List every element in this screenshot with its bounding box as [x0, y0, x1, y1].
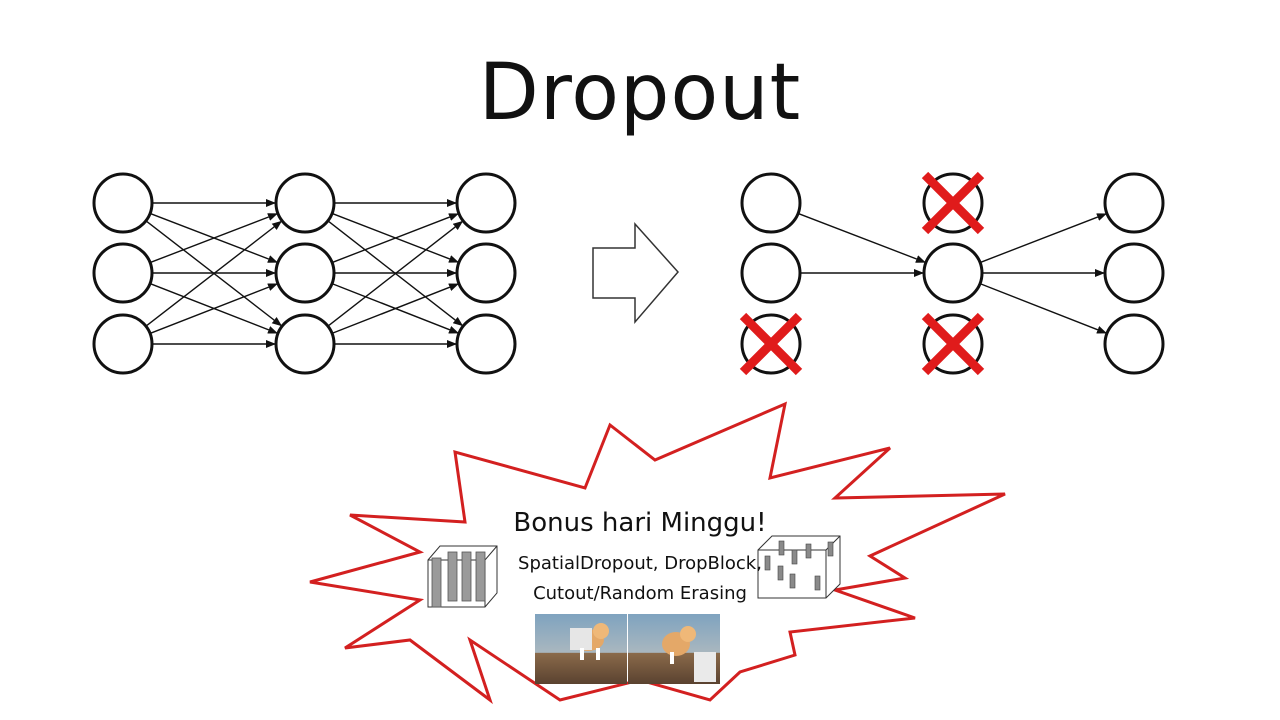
connection-arrow [331, 283, 460, 335]
red-x-cross-icon [921, 171, 985, 235]
connection-arrow [327, 220, 464, 327]
page-title: Dropout [478, 48, 802, 138]
neuron-node [92, 242, 154, 304]
red-x-cross-icon [921, 312, 985, 376]
neuron-node [455, 242, 517, 304]
neuron-node [274, 172, 336, 234]
neuron-node [740, 242, 802, 304]
connection-arrow [331, 213, 459, 264]
full-network-nodes [92, 172, 517, 375]
neuron-node [455, 172, 517, 234]
cutout-photo-left [535, 614, 627, 684]
neuron-node [274, 242, 336, 304]
bonus-methods-line-1: SpatialDropout, DropBlock, [518, 553, 762, 574]
dropout-network-nodes [739, 171, 1165, 376]
neuron-node [1103, 242, 1165, 304]
connection-arrow [149, 283, 278, 335]
neuron-node [1103, 172, 1165, 234]
cutout-photo-right [628, 614, 720, 684]
dropout-network-connections [797, 212, 1108, 334]
right-outline-arrow-icon [592, 222, 679, 325]
neuron-node [740, 172, 802, 234]
neuron-node [92, 313, 154, 375]
neuron-node [1103, 313, 1165, 375]
bonus-methods-line-2: Cutout/Random Erasing [533, 583, 747, 604]
connection-arrow [979, 282, 1108, 334]
red-x-cross-icon [739, 312, 803, 376]
neuron-node [922, 242, 984, 304]
neuron-node [455, 313, 517, 375]
neuron-node [274, 313, 336, 375]
connection-arrow [149, 213, 278, 264]
neuron-node [92, 172, 154, 234]
dropblock-block-icon [757, 535, 841, 599]
bonus-starburst [309, 401, 1006, 705]
connection-arrow [979, 213, 1107, 264]
spatial-dropout-block-icon [427, 545, 498, 608]
connection-arrow [145, 220, 283, 327]
connection-arrow [797, 212, 926, 263]
bonus-heading: Bonus hari Minggu! [513, 508, 767, 538]
full-network-connections [145, 199, 464, 348]
